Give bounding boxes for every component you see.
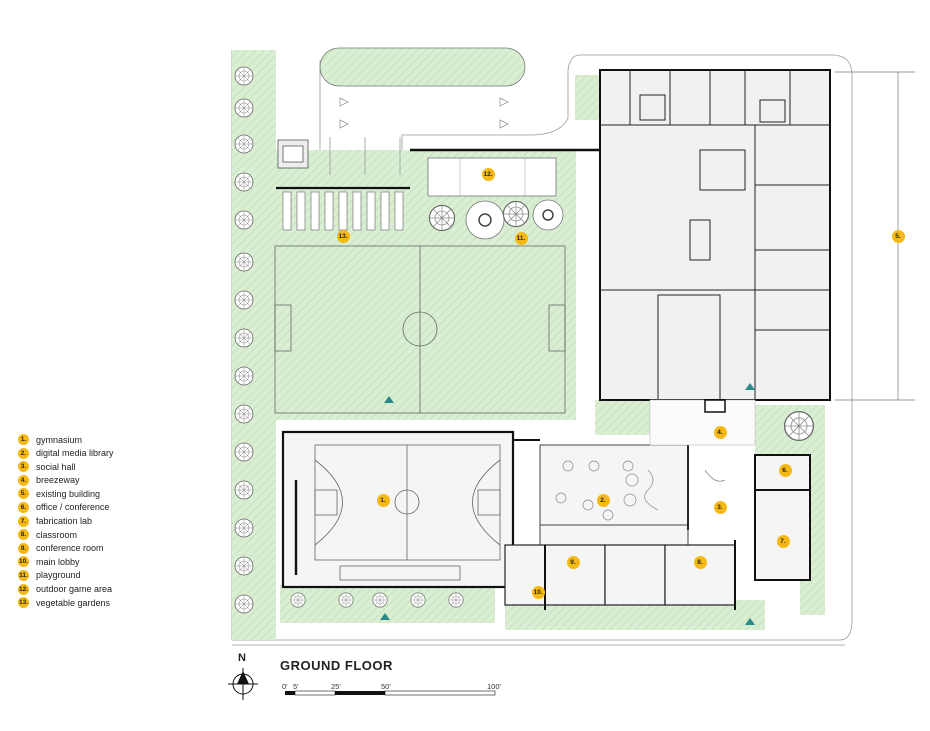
plan-marker: 4. <box>713 425 727 439</box>
legend-label: existing building <box>36 488 101 499</box>
drawing-title: GROUND FLOOR <box>280 658 393 673</box>
legend-item: 5. existing building <box>18 487 114 500</box>
plan-marker: 3. <box>713 500 727 514</box>
plan-marker: 11. <box>514 231 528 245</box>
plan-marker: 8. <box>693 555 707 569</box>
legend-number-badge: 13. <box>18 597 29 609</box>
plan-marker: 6. <box>778 463 792 477</box>
legend-number-badge: 12. <box>18 583 29 595</box>
legend-number-badge: 3. <box>18 461 29 473</box>
legend-label: office / conference <box>36 502 110 513</box>
plan-marker: 2. <box>596 493 610 507</box>
legend: 1. gymnasium 2. digital media library 3. soci… <box>18 433 114 610</box>
legend-number-badge: 1. <box>18 434 29 445</box>
plan-marker: 10. <box>531 585 545 599</box>
legend-item: 13. vegetable gardens <box>18 596 114 609</box>
scale-label-0: 0' <box>282 682 288 691</box>
legend-label: playground <box>36 570 81 581</box>
legend-label: digital media library <box>36 448 114 459</box>
legend-item: 2. digital media library <box>18 447 114 460</box>
plan-marker: 1. <box>376 493 390 507</box>
legend-label: conference room <box>36 543 104 554</box>
legend-item: 6. office / conference <box>18 501 114 514</box>
legend-number-badge: 11. <box>18 569 29 581</box>
legend-number-badge: 6. <box>18 501 29 513</box>
legend-label: social hall <box>36 461 76 472</box>
legend-label: breezeway <box>36 475 80 486</box>
legend-item: 1. gymnasium <box>18 433 114 446</box>
legend-item: 9. conference room <box>18 542 114 555</box>
legend-item: 10. main lobby <box>18 555 114 568</box>
legend-label: fabrication lab <box>36 516 93 527</box>
legend-item: 3. social hall <box>18 460 114 473</box>
legend-item: 11. playground <box>18 569 114 582</box>
scale-label-5: 5' <box>293 682 299 691</box>
plan-marker: 9. <box>566 555 580 569</box>
plan-marker: 7. <box>776 534 790 548</box>
north-label: N <box>238 652 246 664</box>
scale-label-25: 25' <box>331 682 341 691</box>
legend-item: 7. fabrication lab <box>18 515 114 528</box>
plan-marker: 12. <box>481 167 495 181</box>
legend-label: vegetable gardens <box>36 597 111 608</box>
scale-label-50: 50' <box>381 682 391 691</box>
plan-marker: 13. <box>336 229 350 243</box>
legend-number-badge: 5. <box>18 488 29 500</box>
legend-item: 4. breezeway <box>18 474 114 487</box>
legend-number-badge: 2. <box>18 447 29 459</box>
legend-item: 12. outdoor game area <box>18 583 114 596</box>
legend-label: classroom <box>36 529 78 540</box>
legend-label: main lobby <box>36 556 80 567</box>
plan-marker: 5. <box>891 229 905 243</box>
legend-number-badge: 7. <box>18 515 29 527</box>
scale-label-100: 100' <box>487 682 501 691</box>
legend-label: outdoor game area <box>36 584 113 595</box>
legend-label: gymnasium <box>36 434 83 445</box>
legend-number-badge: 8. <box>18 529 29 541</box>
legend-number-badge: 9. <box>18 542 29 554</box>
legend-number-badge: 10. <box>18 556 29 568</box>
legend-number-badge: 4. <box>18 474 29 486</box>
legend-item: 8. classroom <box>18 528 114 541</box>
